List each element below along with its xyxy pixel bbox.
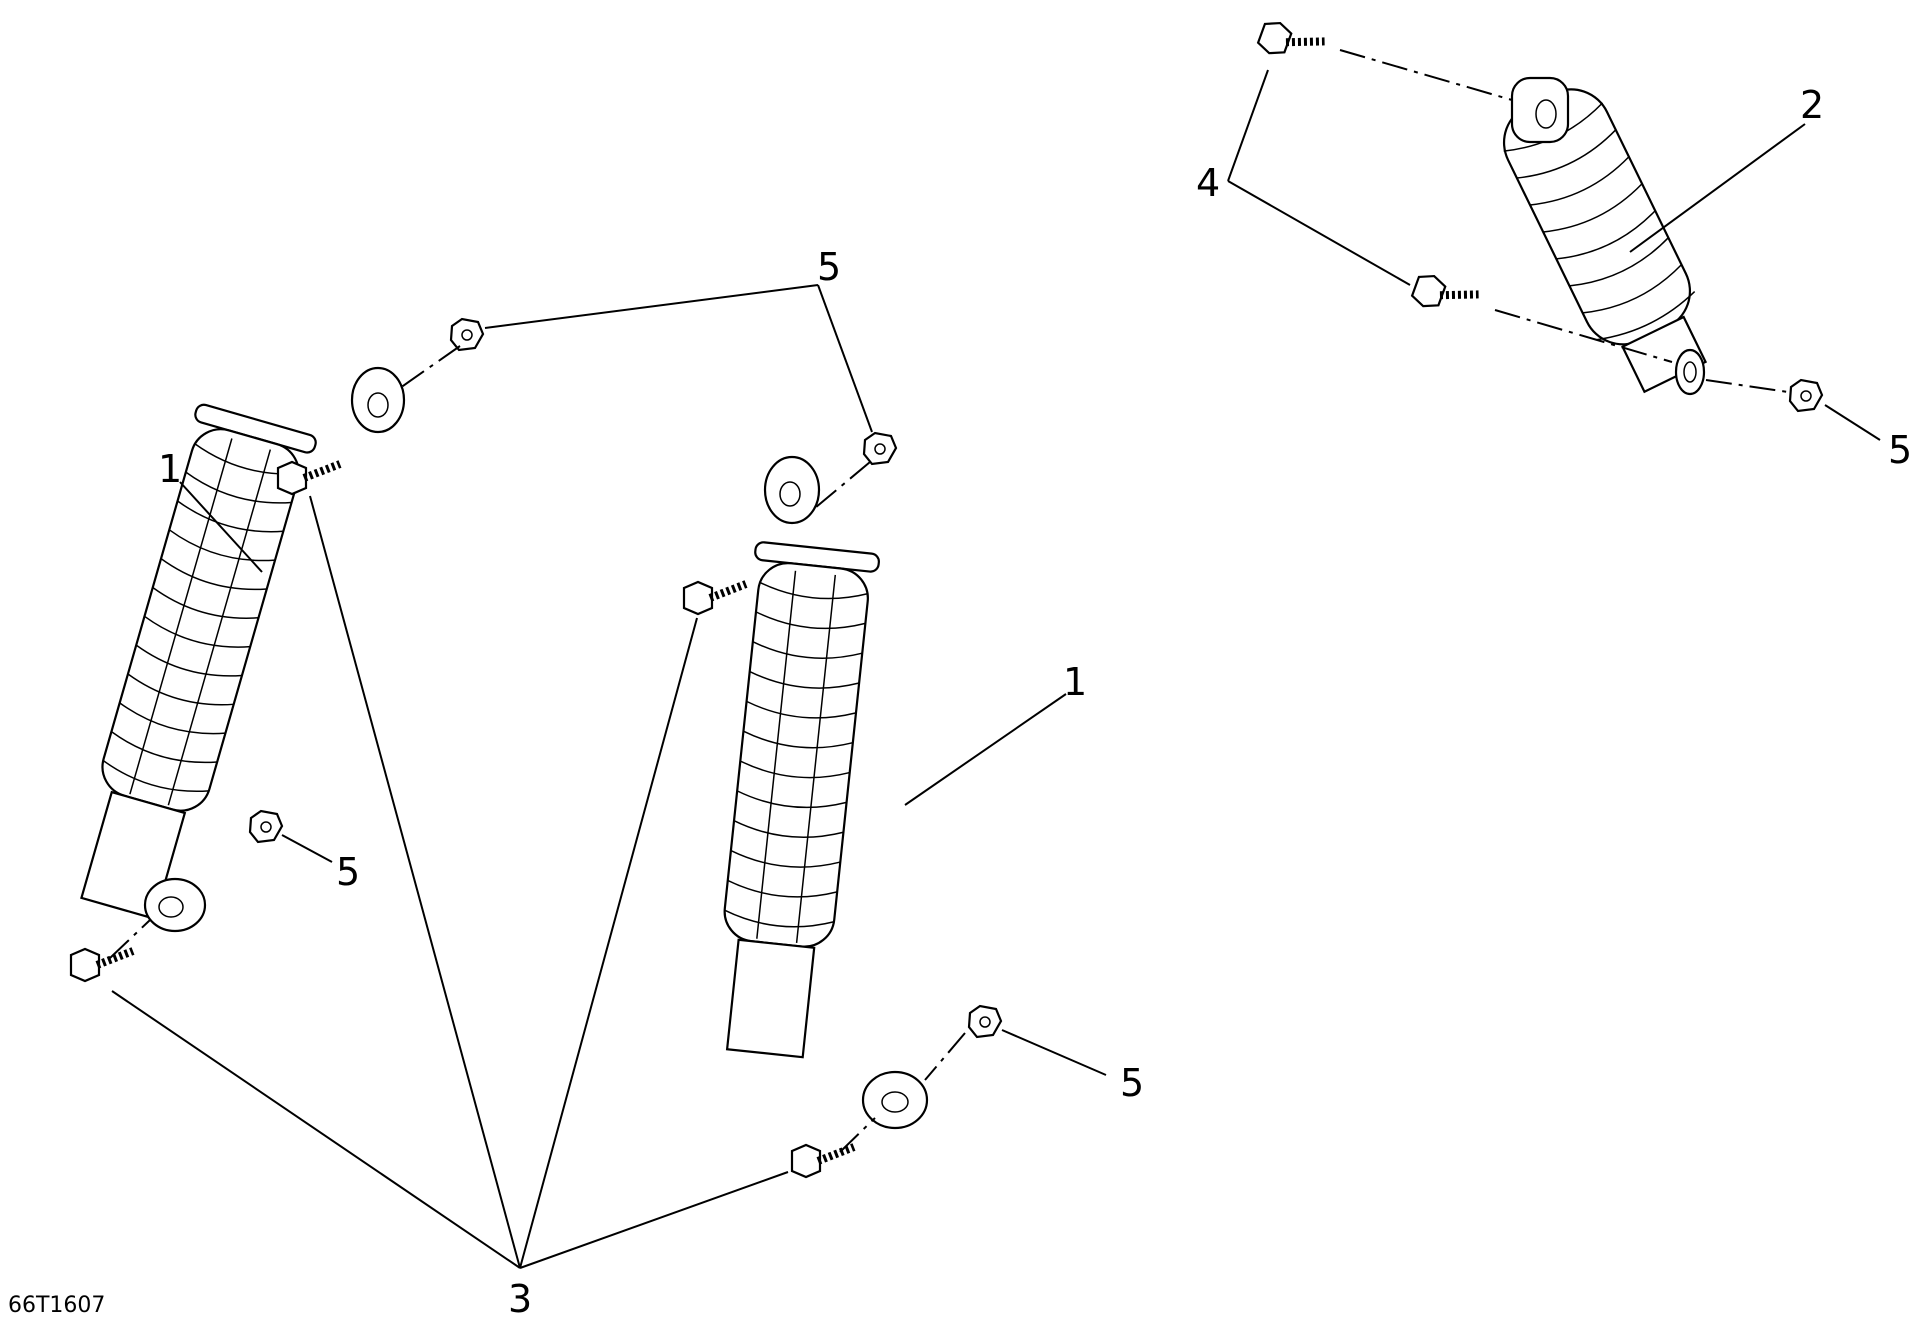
callout-5-middle: 5 (1120, 1061, 1144, 1105)
callout-4: 4 (1196, 161, 1220, 205)
callout-1-middle: 1 (1063, 660, 1087, 704)
drawing-code: 66T1607 (8, 1293, 105, 1318)
leader-lines (111, 69, 1881, 1269)
assembly-axes (109, 49, 1789, 1153)
callout-3: 3 (508, 1277, 532, 1321)
nut-left-top (449, 317, 485, 352)
bolt-right-top (1256, 18, 1325, 69)
callout-5-left: 5 (336, 850, 360, 894)
nut-right (1788, 378, 1824, 413)
bolt-middle-bottom (792, 1145, 854, 1177)
bolt-right-bottom (1410, 271, 1479, 322)
bolt-left-bottom (71, 949, 133, 981)
callout-5-top: 5 (817, 245, 841, 289)
callout-2: 2 (1800, 83, 1824, 127)
callout-1-left: 1 (158, 447, 182, 491)
nut-middle-bottom (967, 1004, 1003, 1039)
nut-left-bottom (248, 809, 284, 844)
nut-middle-top (862, 431, 898, 466)
bolt-middle-top (684, 582, 746, 614)
bolt-left-top (278, 462, 340, 494)
shock-absorber-middle (702, 455, 929, 1130)
shock-absorber-right (1502, 76, 1708, 396)
shock-absorber-left (57, 366, 406, 933)
callout-5-right: 5 (1888, 428, 1912, 472)
